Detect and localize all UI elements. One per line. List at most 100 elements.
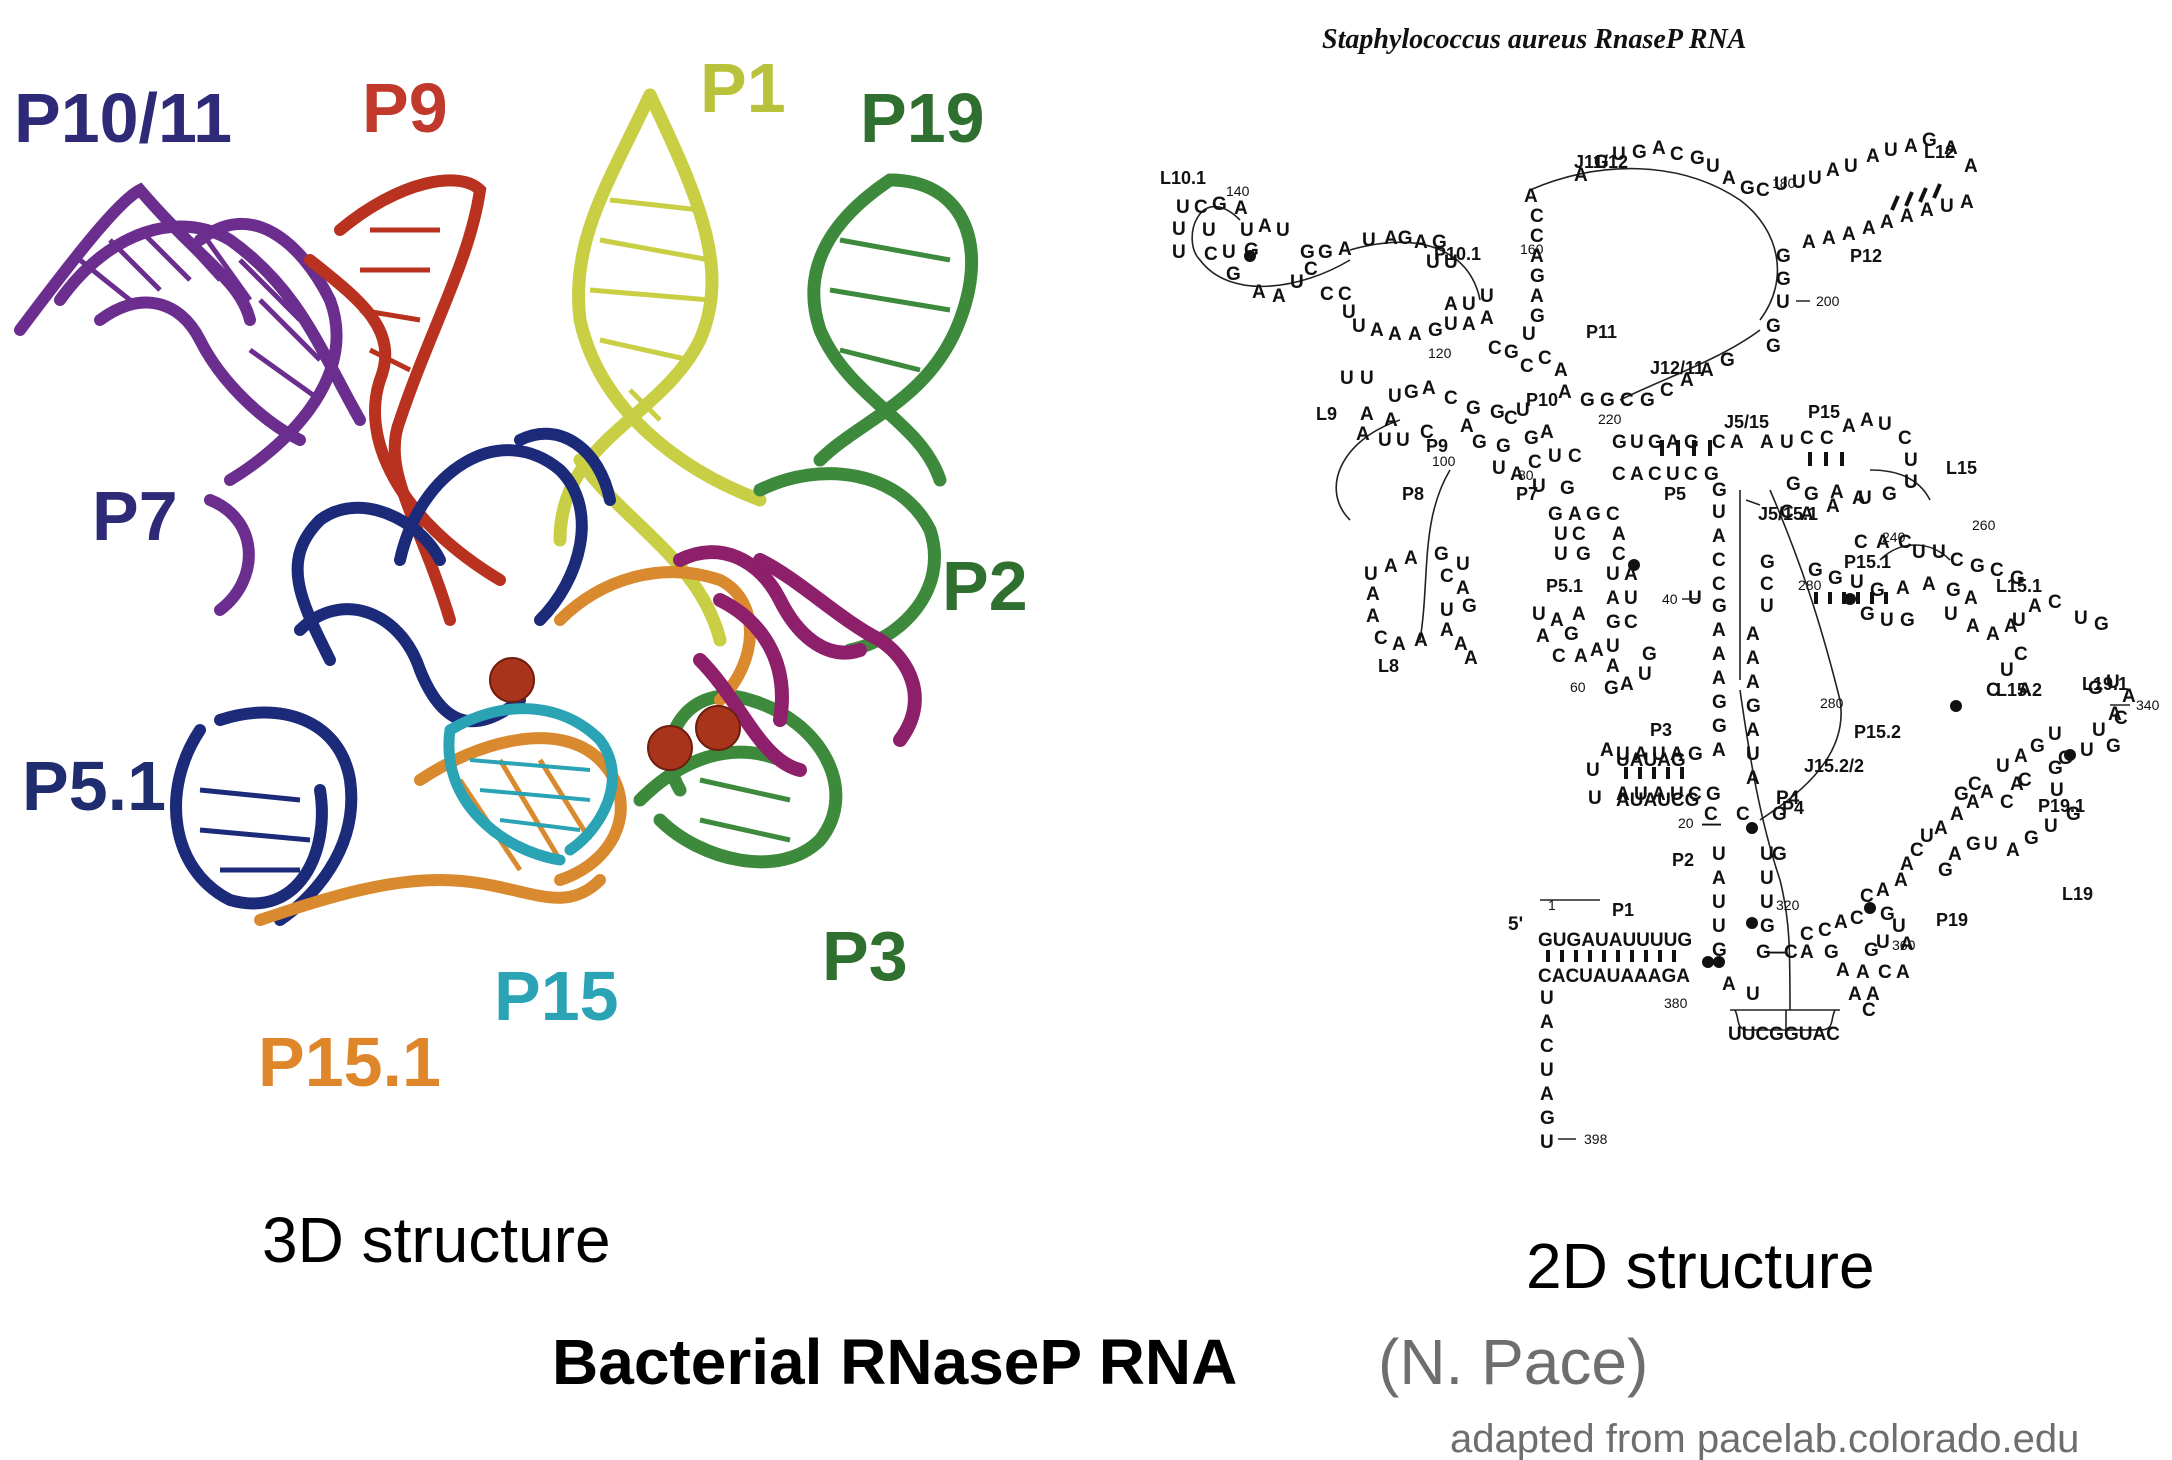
svg-text:U: U <box>1612 144 1626 165</box>
svg-text:G: G <box>1786 474 1801 495</box>
svg-text:A: A <box>1558 382 1572 403</box>
svg-text:A: A <box>1986 624 2000 645</box>
svg-text:G: G <box>1756 942 1771 963</box>
svg-text:U: U <box>1760 868 1774 889</box>
label-j5-15: J5/15 <box>1724 412 1769 432</box>
svg-text:A: A <box>1980 782 1994 803</box>
svg-text:G: G <box>1882 484 1897 505</box>
svg-text:G: G <box>1900 610 1915 631</box>
svg-text:U: U <box>1440 600 1454 621</box>
position-100: 100 <box>1432 453 1456 469</box>
svg-text:C: C <box>1986 680 2000 701</box>
label-p19: P19 <box>860 79 985 157</box>
svg-text:U: U <box>1746 984 1760 1005</box>
svg-text:U: U <box>1776 292 1790 313</box>
svg-text:U: U <box>2050 780 2064 801</box>
svg-text:G: G <box>1226 264 1241 285</box>
svg-text:C: C <box>1444 388 1458 409</box>
svg-text:A: A <box>2014 746 2028 767</box>
label-p15: P15 <box>1808 402 1840 422</box>
svg-text:G: G <box>1404 382 1419 403</box>
svg-text:G: G <box>1466 398 1481 419</box>
svg-text:C: C <box>1820 428 1834 449</box>
svg-text:U: U <box>1712 892 1726 913</box>
svg-text:C: C <box>1756 180 1770 201</box>
ribbon-p19-rungs <box>699 237 951 843</box>
svg-text:A: A <box>1356 424 1370 445</box>
svg-text:C: C <box>1780 502 1794 523</box>
svg-text:C: C <box>1736 804 1750 825</box>
svg-text:G: G <box>1824 942 1839 963</box>
svg-text:G: G <box>1504 342 1519 363</box>
svg-text:U: U <box>1532 604 1546 625</box>
svg-text:C: C <box>1612 544 1626 565</box>
svg-text:U: U <box>1360 368 1374 389</box>
svg-text:A: A <box>1600 740 1614 761</box>
label-j11-12: J11/12 <box>1574 152 1628 172</box>
svg-text:A: A <box>1462 314 1476 335</box>
number-leader-lines <box>1558 300 2130 1140</box>
position-240: 240 <box>1882 529 1906 545</box>
svg-text:C: C <box>1504 408 1518 429</box>
svg-text:A: A <box>2006 840 2020 861</box>
svg-text:U: U <box>1554 544 1568 565</box>
svg-text:A: A <box>1876 532 1890 553</box>
svg-text:U: U <box>1760 596 1774 617</box>
position-40: 40 <box>1662 591 1678 607</box>
svg-text:A: A <box>1842 224 1856 245</box>
svg-text:A: A <box>1384 410 1398 431</box>
ribbon-p5-1-rungs <box>199 787 311 873</box>
svg-text:A: A <box>1408 324 1422 345</box>
svg-text:U: U <box>1444 314 1458 335</box>
svg-text:A: A <box>1540 422 1554 443</box>
svg-text:C: C <box>1660 380 1674 401</box>
svg-text:G: G <box>1462 596 1477 617</box>
svg-text:C: C <box>1712 574 1726 595</box>
svg-text:A: A <box>1414 630 1428 651</box>
label-p15: P15 <box>494 957 619 1035</box>
svg-text:A: A <box>1826 496 1840 517</box>
position-320: 320 <box>1776 897 1800 913</box>
svg-text:A: A <box>2018 680 2032 701</box>
svg-text:U: U <box>1222 242 1236 263</box>
ribbon-p15-1 <box>254 566 756 926</box>
svg-text:U: U <box>1878 414 1892 435</box>
svg-text:A: A <box>1530 286 1544 307</box>
label-l15-1: L15.1 <box>1996 576 2042 596</box>
svg-text:C: C <box>1304 259 1318 280</box>
svg-text:U: U <box>1456 554 1470 575</box>
svg-text:A: A <box>1964 588 1978 609</box>
svg-text:A: A <box>1652 138 1666 159</box>
svg-text:A: A <box>1572 604 1586 625</box>
svg-text:A: A <box>1904 136 1918 157</box>
svg-text:A: A <box>1540 1084 1554 1105</box>
svg-text:A: A <box>1802 232 1816 253</box>
svg-text:A: A <box>1700 360 1714 381</box>
svg-text:U: U <box>2012 610 2026 631</box>
label-p2: P2 <box>1672 850 1694 870</box>
svg-text:A: A <box>1480 308 1494 329</box>
svg-text:C: C <box>1968 774 1982 795</box>
p3-bottom-strand: AUAUCG <box>1616 790 1699 811</box>
label-p19: P19 <box>1936 910 1968 930</box>
svg-text:G: G <box>1524 428 1539 449</box>
svg-text:G: G <box>1684 432 1699 453</box>
svg-text:U: U <box>1554 524 1568 545</box>
svg-text:A: A <box>1822 228 1836 249</box>
svg-text:U: U <box>1996 756 2010 777</box>
label-p3: P3 <box>1650 720 1672 740</box>
svg-text:G: G <box>2010 568 2025 589</box>
svg-text:C: C <box>1704 804 1718 825</box>
svg-text:A: A <box>1856 962 1870 983</box>
svg-text:U: U <box>1670 784 1684 805</box>
svg-text:G: G <box>1576 544 1591 565</box>
svg-text:G: G <box>1740 178 1755 199</box>
svg-text:C: C <box>2048 592 2062 613</box>
svg-text:U: U <box>1638 664 1652 685</box>
svg-text:G: G <box>1690 148 1705 169</box>
svg-text:C: C <box>1950 550 1964 571</box>
svg-text:G: G <box>1970 556 1985 577</box>
svg-text:G: G <box>1606 612 1621 633</box>
svg-text:C: C <box>1612 464 1626 485</box>
svg-text:A: A <box>1536 626 1550 647</box>
